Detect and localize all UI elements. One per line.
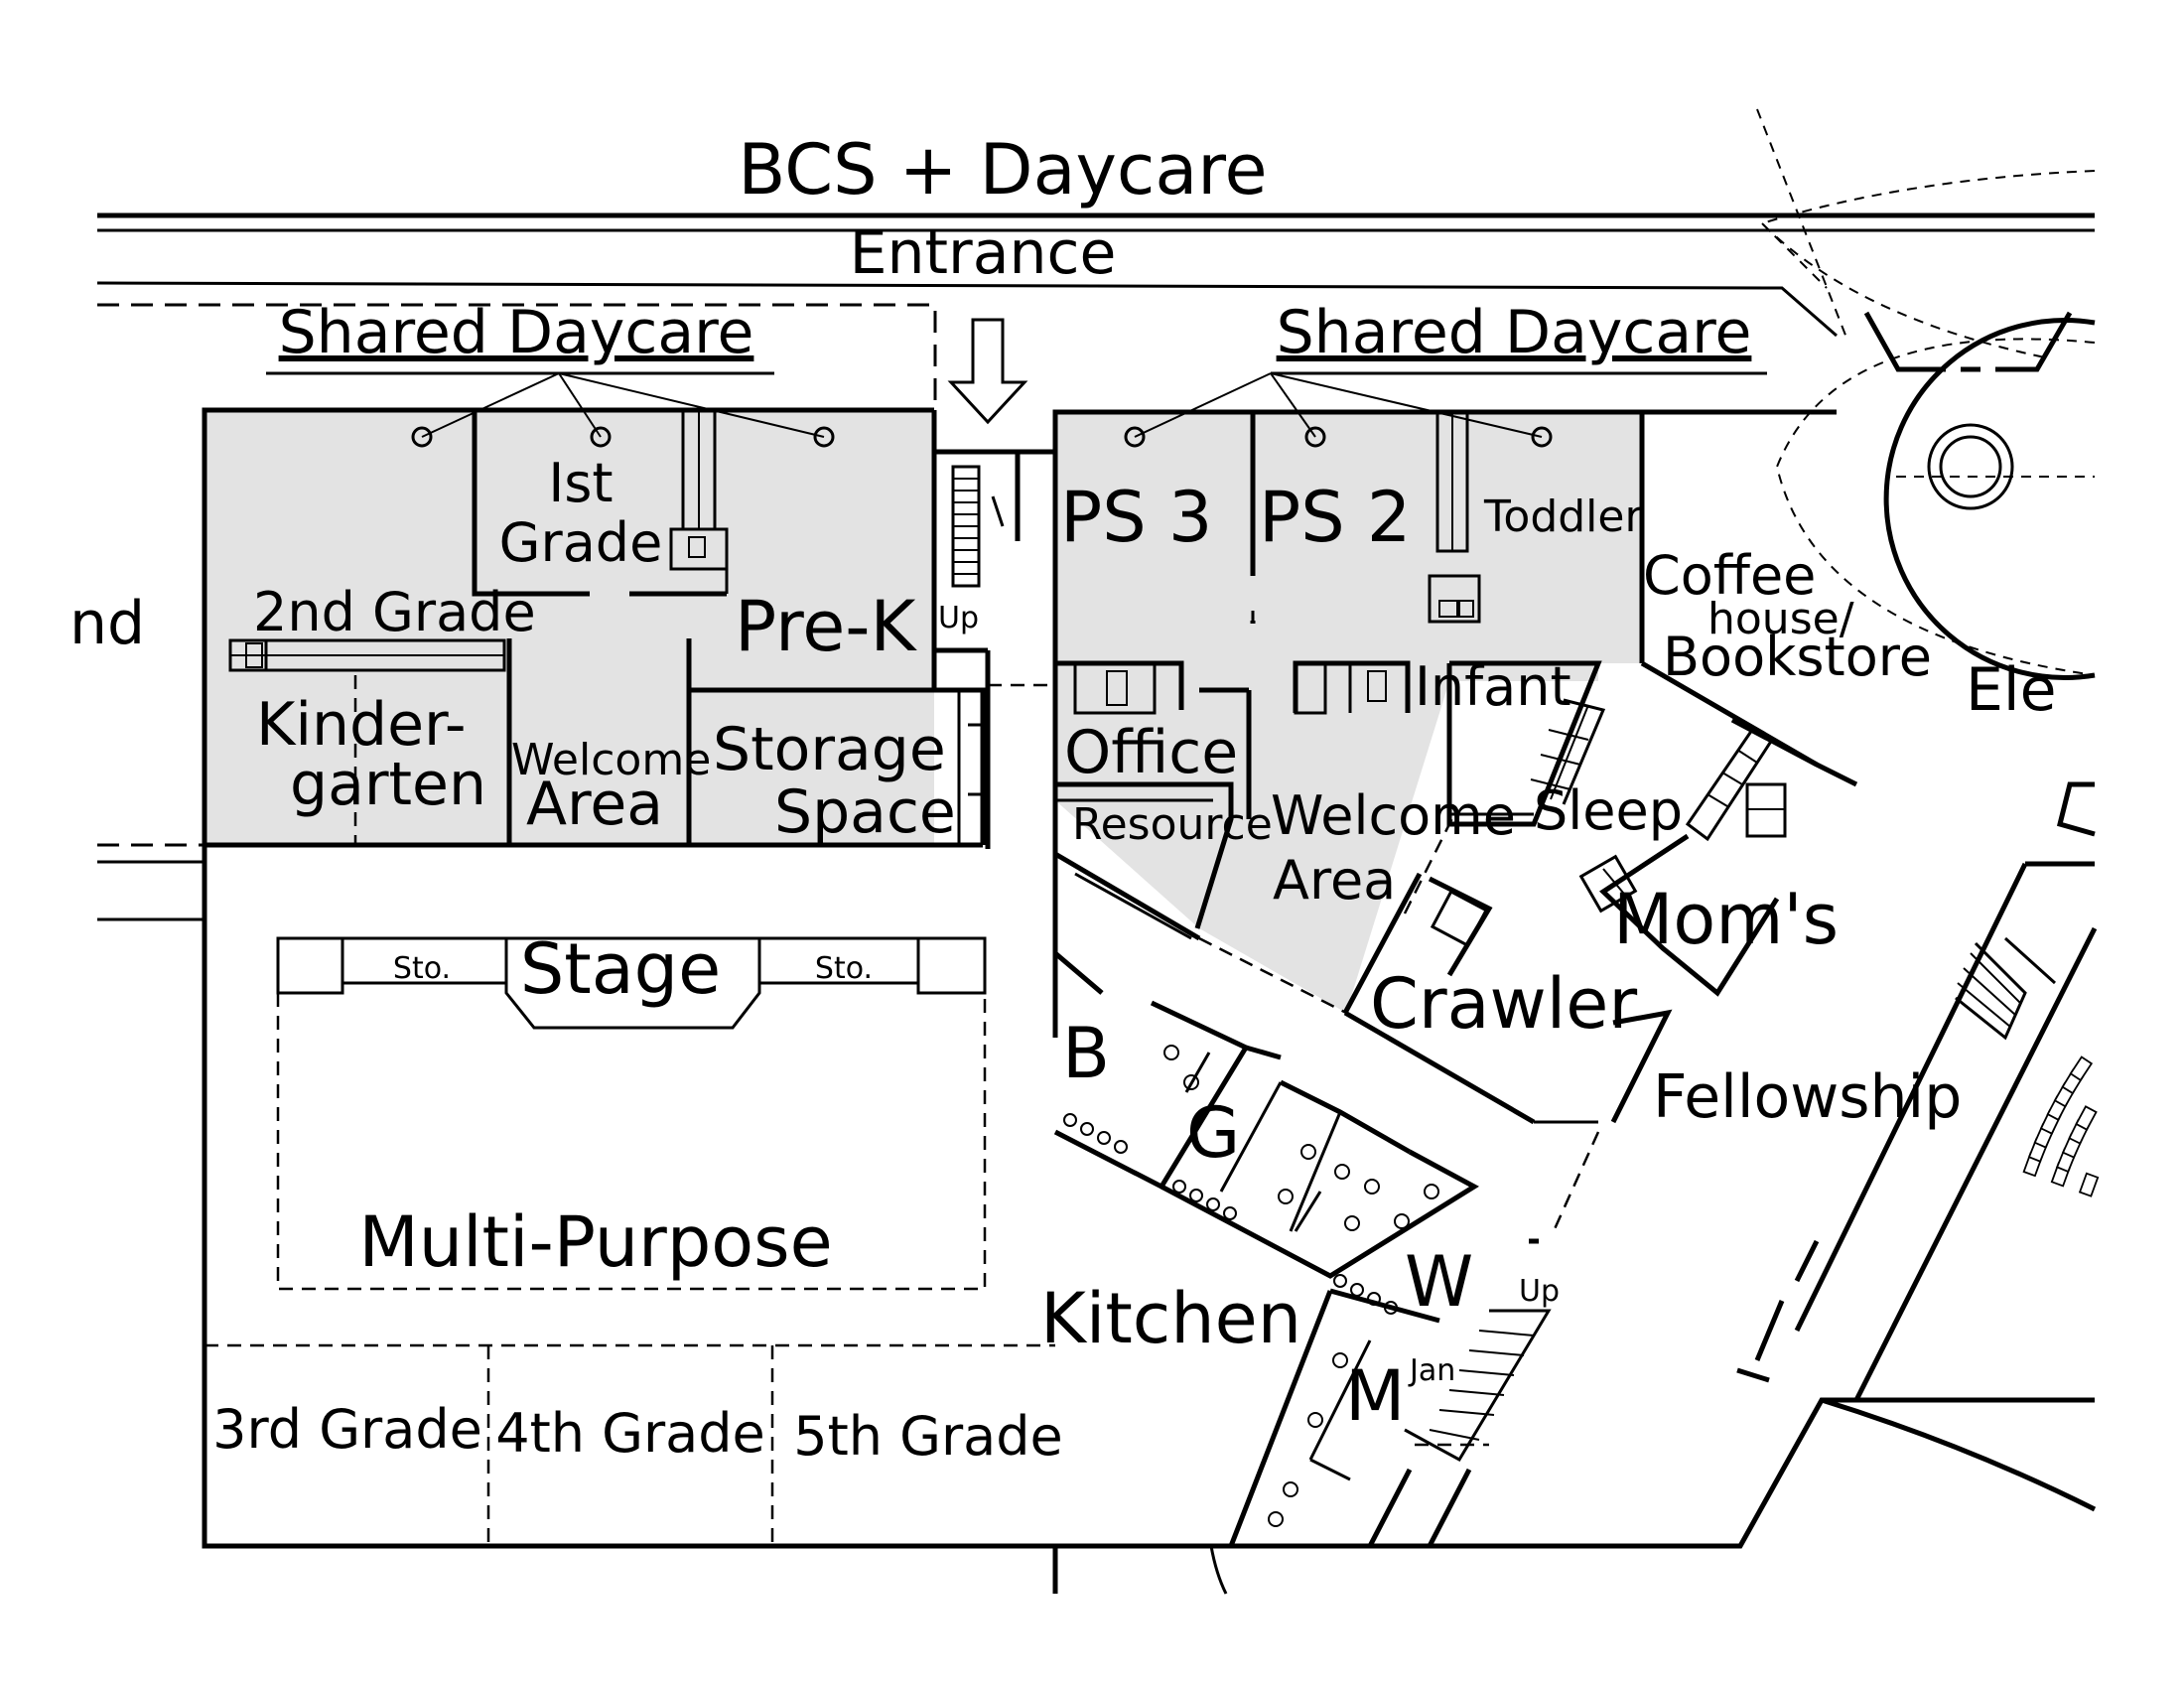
sanctuary-seating [2022,1055,2100,1197]
sanctuary-seat [2075,1105,2098,1131]
office-label: Office [1064,718,1238,787]
stage-area [276,936,987,1291]
fellowship-label: Fellowship [1653,1062,1962,1132]
moms-label: Mom's [1613,879,1839,960]
pre-k-label: Pre-K [735,586,918,667]
welcome-right-label-2: Area [1273,849,1396,912]
sanctuary-seat [2078,1172,2100,1197]
restroom-block [1053,951,1552,1595]
fourth-grade-label: 4th Grade [495,1402,765,1465]
sto-left-label: Sto. [393,951,451,986]
shared-daycare-left-label: Shared Daycare [279,298,754,367]
sink-row-girls [1172,1180,1237,1220]
cut-left-label: nd [69,589,145,658]
stair-core [934,410,1058,849]
ps2-label: PS 2 [1259,477,1411,558]
men-restroom-label: M [1345,1355,1405,1437]
lower-classrooms [205,1343,1055,1546]
right-daycare-leaders [1124,371,1767,448]
sto-right-label: Sto. [815,951,873,986]
up-left-label: Up [938,601,979,635]
kindergarten-label-1: Kinder- [256,690,467,760]
welcome-right-label-1: Welcome [1271,784,1516,847]
welcome-left-label-2: Area [526,770,663,839]
entrance-lines [96,212,2095,338]
storage-label-2: Space [774,777,956,847]
sanctuary-seat [2069,1055,2094,1082]
coffee-label-1: Coffee [1643,544,1816,607]
girls-restroom-label: G [1186,1092,1240,1174]
third-grade-label: 3rd Grade [212,1398,482,1461]
second-grade-label: 2nd Grade [253,581,536,643]
sink-row-boys [1063,1113,1128,1154]
toddler-label: Toddler [1483,492,1643,542]
shared-daycare-right-label: Shared Daycare [1277,298,1752,367]
toilet-fixtures [1163,1045,1439,1231]
entrance-label: Entrance [850,218,1117,288]
kitchen-label: Kitchen [1040,1278,1301,1359]
labels: BCS + Daycare Entrance Shared Daycare Sh… [69,129,2057,1468]
left-daycare-leaders [266,371,835,448]
coffee-label-2: house/ [1707,594,1854,644]
plan-title: BCS + Daycare [738,129,1267,211]
up-right-label: Up [1519,1274,1560,1309]
right-daycare-walls [1052,409,1645,1038]
resource-label: Resource [1072,799,1273,850]
men-fixtures [1268,1352,1348,1527]
multi-purpose-label: Multi-Purpose [358,1201,832,1283]
fifth-grade-label: 5th Grade [793,1405,1063,1468]
coffeehouse-walls [1342,409,1858,1244]
sleep-label: Sleep [1534,779,1683,842]
storage-label-1: Storage [713,715,946,784]
stair-up-right [1404,1309,1552,1463]
women-restroom-label: W [1405,1241,1473,1323]
kindergarten-label-2: garten [290,750,486,819]
left-daycare-walls [205,408,986,848]
boys-restroom-label: B [1062,1013,1110,1094]
first-grade-label-2: Grade [499,511,663,574]
stage-label: Stage [520,928,721,1010]
first-grade-label-1: Ist [548,452,613,514]
infant-label: Infant [1415,655,1571,718]
cut-right-label: Ele [1966,655,2057,725]
welcome-left-label-1: Welcome [511,735,711,785]
entrance-arrow [947,318,1028,425]
crawler-label: Crawler [1370,963,1637,1045]
janitor-label: Jan [1408,1353,1455,1388]
left-daycare-dashed-outline [97,303,937,921]
ps3-label: PS 3 [1060,477,1212,558]
outer-walls [202,407,2095,1594]
sanctuary [1736,108,2098,1512]
coffee-label-3: Bookstore [1663,626,1932,688]
